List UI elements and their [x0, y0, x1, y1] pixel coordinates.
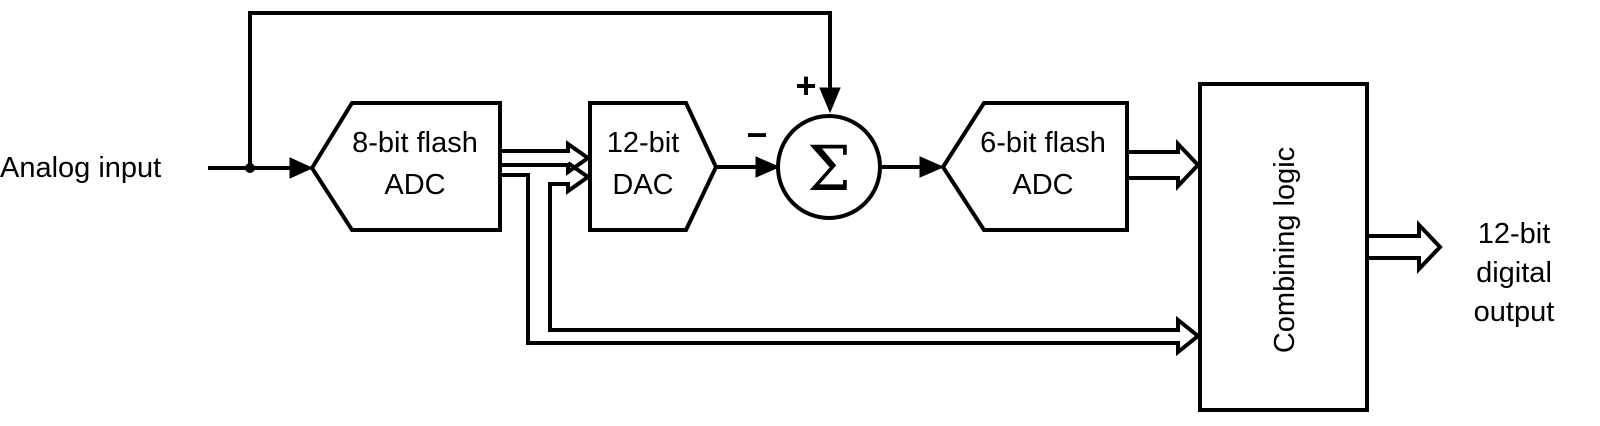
combining-logic-block: Combining logic — [1198, 82, 1369, 412]
output-label-line1: 12-bit — [1478, 218, 1551, 250]
adc-8bit-line1: 8-bit flash — [352, 127, 478, 159]
feedforward-arrowhead — [819, 87, 841, 114]
adc6-to-combiner-bus — [1127, 139, 1201, 191]
analog-input-label: Analog input — [0, 152, 161, 184]
output-bus — [1367, 220, 1443, 274]
minus-sign: − — [746, 114, 767, 155]
summer-to-adc6-arrowhead — [919, 156, 945, 178]
adc-8bit-line2: ADC — [384, 169, 445, 201]
output-label-line2: digital — [1476, 257, 1552, 289]
summing-junction[interactable]: Σ — [776, 114, 882, 220]
adc8-branch-bus — [500, 161, 1202, 357]
dac-12bit-line2: DAC — [612, 169, 673, 201]
combining-logic-label: Combining logic — [1269, 147, 1301, 353]
plus-sign: + — [795, 65, 816, 106]
input-arrowhead — [289, 157, 314, 179]
feedforward-wire — [248, 11, 832, 168]
output-label-line3: output — [1474, 296, 1555, 328]
dac-12bit-block: 12-bit DAC — [588, 101, 719, 232]
adc-6bit-line2: ADC — [1012, 169, 1073, 201]
output-label: 12-bit digital output — [1474, 218, 1555, 328]
dac-12bit-line1: 12-bit — [607, 127, 680, 159]
adc-6bit-block: 6-bit flash ADC — [940, 101, 1129, 232]
sigma-icon: Σ — [807, 132, 851, 205]
adc-8bit-block: 8-bit flash ADC — [309, 101, 502, 232]
dac-to-summer-arrowhead — [755, 156, 781, 178]
adc-6bit-line1: 6-bit flash — [980, 127, 1106, 159]
